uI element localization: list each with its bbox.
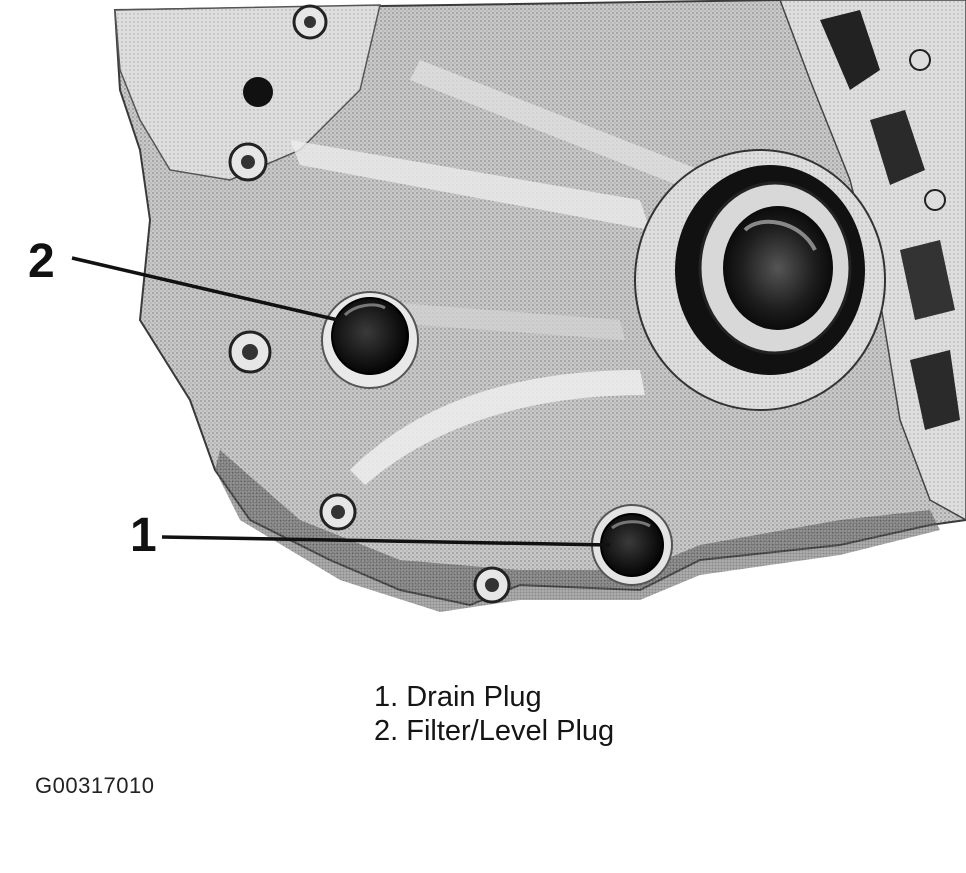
legend: 1. Drain Plug 2. Filter/Level Plug [374,680,614,748]
figure-id: G00317010 [35,773,155,798]
filter-level-plug [331,297,409,375]
legend-item-drain-plug: 1. Drain Plug [374,681,542,713]
housing-bolts [228,4,511,604]
drain-plug [600,513,664,577]
transmission-housing-illustration [71,0,966,612]
legend-item-filter-level-plug: 2. Filter/Level Plug [374,715,615,747]
callout-2-leader [71,256,339,322]
callout-1-leader [161,535,611,547]
callout-label-1: 1 [130,509,157,562]
lower-flange [215,450,940,612]
callout-label-2: 2 [28,235,55,288]
